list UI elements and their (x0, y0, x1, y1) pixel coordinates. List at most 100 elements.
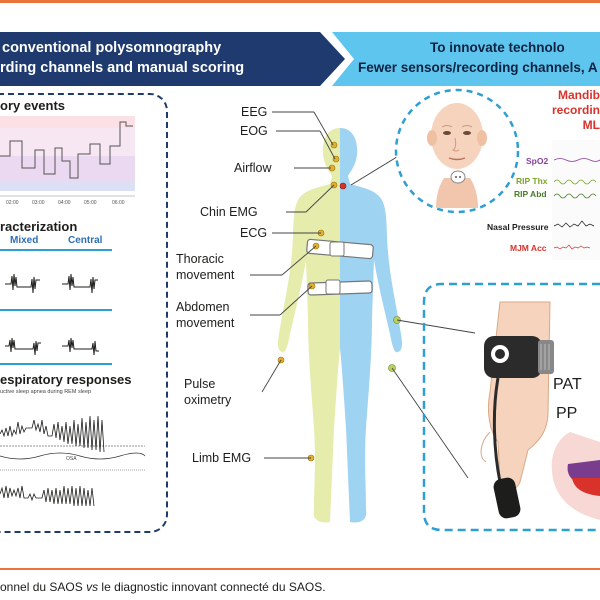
caption-part2: le diagnostic innovant connecté du SAOS. (98, 580, 326, 594)
spo2-text: SpO2 (526, 156, 549, 166)
probe-cable (492, 377, 502, 483)
ecg-label: ECG (240, 226, 268, 240)
sensor-dot (277, 356, 285, 364)
finger-sensor-dot (388, 364, 396, 372)
tick-label: 03:00 (32, 200, 45, 206)
banner-conventional-text: conventional polysomnography rding chann… (0, 38, 244, 78)
spo2-label: SpO2 (526, 156, 548, 166)
mandible-title: Mandib recordin ML (548, 88, 600, 133)
characterization-title: racterization (0, 219, 78, 234)
ear (477, 130, 487, 146)
thoracic-line1: Thoracic (176, 252, 224, 266)
spo2-trace (553, 158, 600, 162)
stage-band (0, 156, 135, 181)
rip-thx-text: RIP Thx (516, 176, 548, 186)
thoracic-movement-label: Thoracic movement (176, 251, 234, 283)
wrist-sensor-dot (393, 316, 401, 324)
eyebrows (441, 125, 473, 128)
hypnogram-tick-labels: 02:00 03:00 04:00 05:00 06:00 (6, 200, 125, 206)
abdomen-line2: movement (176, 316, 235, 330)
airflow-label: Airflow (234, 161, 272, 175)
osa-label: OSA (66, 456, 77, 462)
banner-right-line2: Fewer sensors/recording channels, A (358, 60, 598, 75)
events-title: ory events (0, 98, 66, 113)
mandible-line2: recordin (551, 103, 600, 117)
mjm-acc-label: MJM Acc (510, 243, 547, 253)
neck (436, 178, 478, 208)
limb-emg-label: Limb EMG (192, 451, 252, 465)
watch-strap (538, 340, 554, 374)
psg-panel (0, 93, 168, 533)
sensor-dot (307, 454, 315, 462)
tick-label: 04:00 (58, 200, 71, 206)
sensor-dot (330, 141, 338, 149)
thoracic-line2: movement (176, 268, 235, 282)
nasal-pressure-text: Nasal Pressure (487, 222, 549, 232)
head-illustration (394, 88, 520, 214)
thoracic-sensor (329, 241, 345, 257)
event-characterization-traces (0, 249, 112, 365)
banner-left-line1: conventional polysomnography (2, 40, 222, 56)
tick-label: 05:00 (84, 200, 97, 206)
rip-abd-label: RIP Abd (514, 189, 547, 199)
abdomen-movement-label: Abdomen movement (176, 299, 234, 331)
tick-label: 02:00 (6, 200, 19, 206)
respiratory-trace (0, 415, 105, 453)
banner-innovative-text: To innovate technolo Fewer sensors/recor… (358, 38, 598, 78)
wrist-device-panel (422, 282, 600, 532)
caption-vs: vs (86, 580, 99, 594)
strap-texture (540, 344, 550, 370)
eog-label: EOG (240, 124, 268, 138)
banner-right-line1: To innovate technolo (430, 40, 565, 55)
stage-band (0, 181, 135, 191)
stage-band (0, 128, 135, 156)
nasal-pressure-label: Nasal Pressure (487, 222, 548, 232)
mandible-sensor-dot (339, 182, 347, 190)
banner-innovative (332, 32, 600, 86)
chin-sensor-led (459, 176, 461, 178)
stage-band (0, 116, 135, 128)
finger-blood-layer (572, 478, 600, 496)
chin-emg-label: Chin EMG (200, 205, 258, 219)
watch-button-inner (495, 349, 505, 359)
eeg-label: EEG (241, 105, 268, 119)
central-apnea-trace (62, 273, 98, 294)
abdomen-line1: Abdomen (176, 300, 230, 314)
mixed-apnea-trace (5, 337, 41, 356)
tick-label: 06:00 (112, 200, 125, 206)
ppg-label: PP (556, 405, 578, 422)
responses-note: uctive sleep apnea during REM sleep (0, 389, 92, 395)
panel-dashed-border (422, 282, 600, 532)
mandible-signal-traces (552, 140, 600, 260)
body-left-half (278, 128, 340, 523)
chin-sensor (450, 170, 466, 184)
figure-caption: onnel du SAOS vs le diagnostic innovant … (0, 580, 326, 594)
pulse-oximetry-label: Pulse oximetry (184, 376, 231, 408)
rip-thx-label: RIP Thx (516, 176, 548, 186)
responses-title: espiratory responses (0, 372, 132, 387)
human-body-figure (277, 128, 402, 523)
mjm-acc-text: MJM Acc (510, 243, 547, 253)
top-rule (0, 0, 600, 3)
signal-background (552, 140, 600, 260)
respiratory-response-traces: OSA (0, 415, 146, 507)
mixed-apnea-trace (5, 273, 40, 294)
pulse-line1: Pulse (184, 377, 216, 391)
eye (443, 131, 451, 135)
thumb (480, 431, 491, 463)
nose (452, 137, 460, 152)
sensor-dot (308, 282, 316, 290)
hypnogram-chart: 02:00 03:00 04:00 05:00 06:00 (0, 116, 135, 206)
ear (427, 130, 437, 146)
pulse-line2: oximetry (184, 393, 232, 407)
finger-probe (493, 477, 521, 519)
mixed-label: Mixed (10, 235, 39, 246)
rip-abd-text: RIP Abd (514, 189, 547, 199)
bottom-rule (0, 568, 600, 570)
sensor-dot (312, 242, 320, 250)
rip-abd-trace (553, 193, 597, 199)
mjm-acc-trace (553, 244, 591, 250)
rip-thx-trace (553, 179, 597, 185)
sensor-dot (332, 155, 340, 163)
sensor-dot (328, 164, 336, 172)
